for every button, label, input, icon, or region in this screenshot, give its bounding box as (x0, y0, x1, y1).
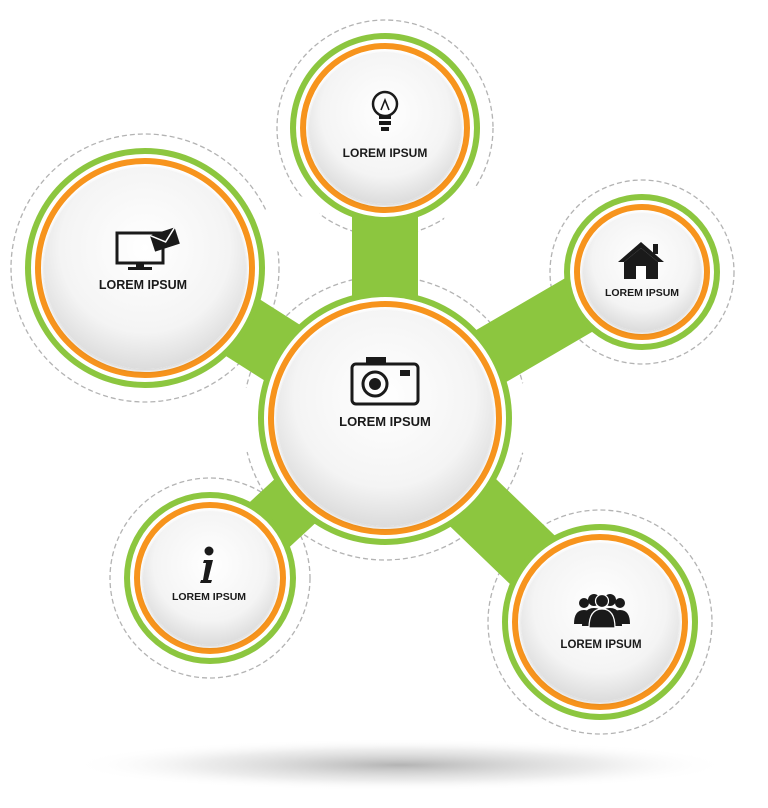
monitor-mail-icon (115, 227, 180, 270)
people-icon (574, 593, 630, 629)
node-label-left: LOREM IPSUM (99, 278, 187, 292)
node-label-top: LOREM IPSUM (343, 146, 428, 160)
node-top: LOREM IPSUM (343, 90, 428, 160)
node-left: LOREM IPSUM (99, 227, 187, 292)
home-icon (618, 242, 664, 279)
orange-rings (35, 43, 710, 710)
lightbulb-icon (371, 90, 399, 131)
node-right: LOREM IPSUM (605, 242, 679, 299)
ground-shadow (70, 739, 730, 791)
node-bottom-left: LOREM IPSUM (172, 546, 246, 603)
connector-gaps (202, 188, 576, 640)
node-center: LOREM IPSUM (339, 357, 431, 429)
node-label-center: LOREM IPSUM (339, 414, 431, 429)
node-bottom-right: LOREM IPSUM (560, 593, 642, 651)
camera-icon (350, 357, 420, 406)
node-label-bottom-left: LOREM IPSUM (172, 591, 246, 603)
node-label-bottom-right: LOREM IPSUM (560, 639, 641, 651)
node-label-right: LOREM IPSUM (605, 287, 679, 299)
info-icon (200, 546, 214, 583)
